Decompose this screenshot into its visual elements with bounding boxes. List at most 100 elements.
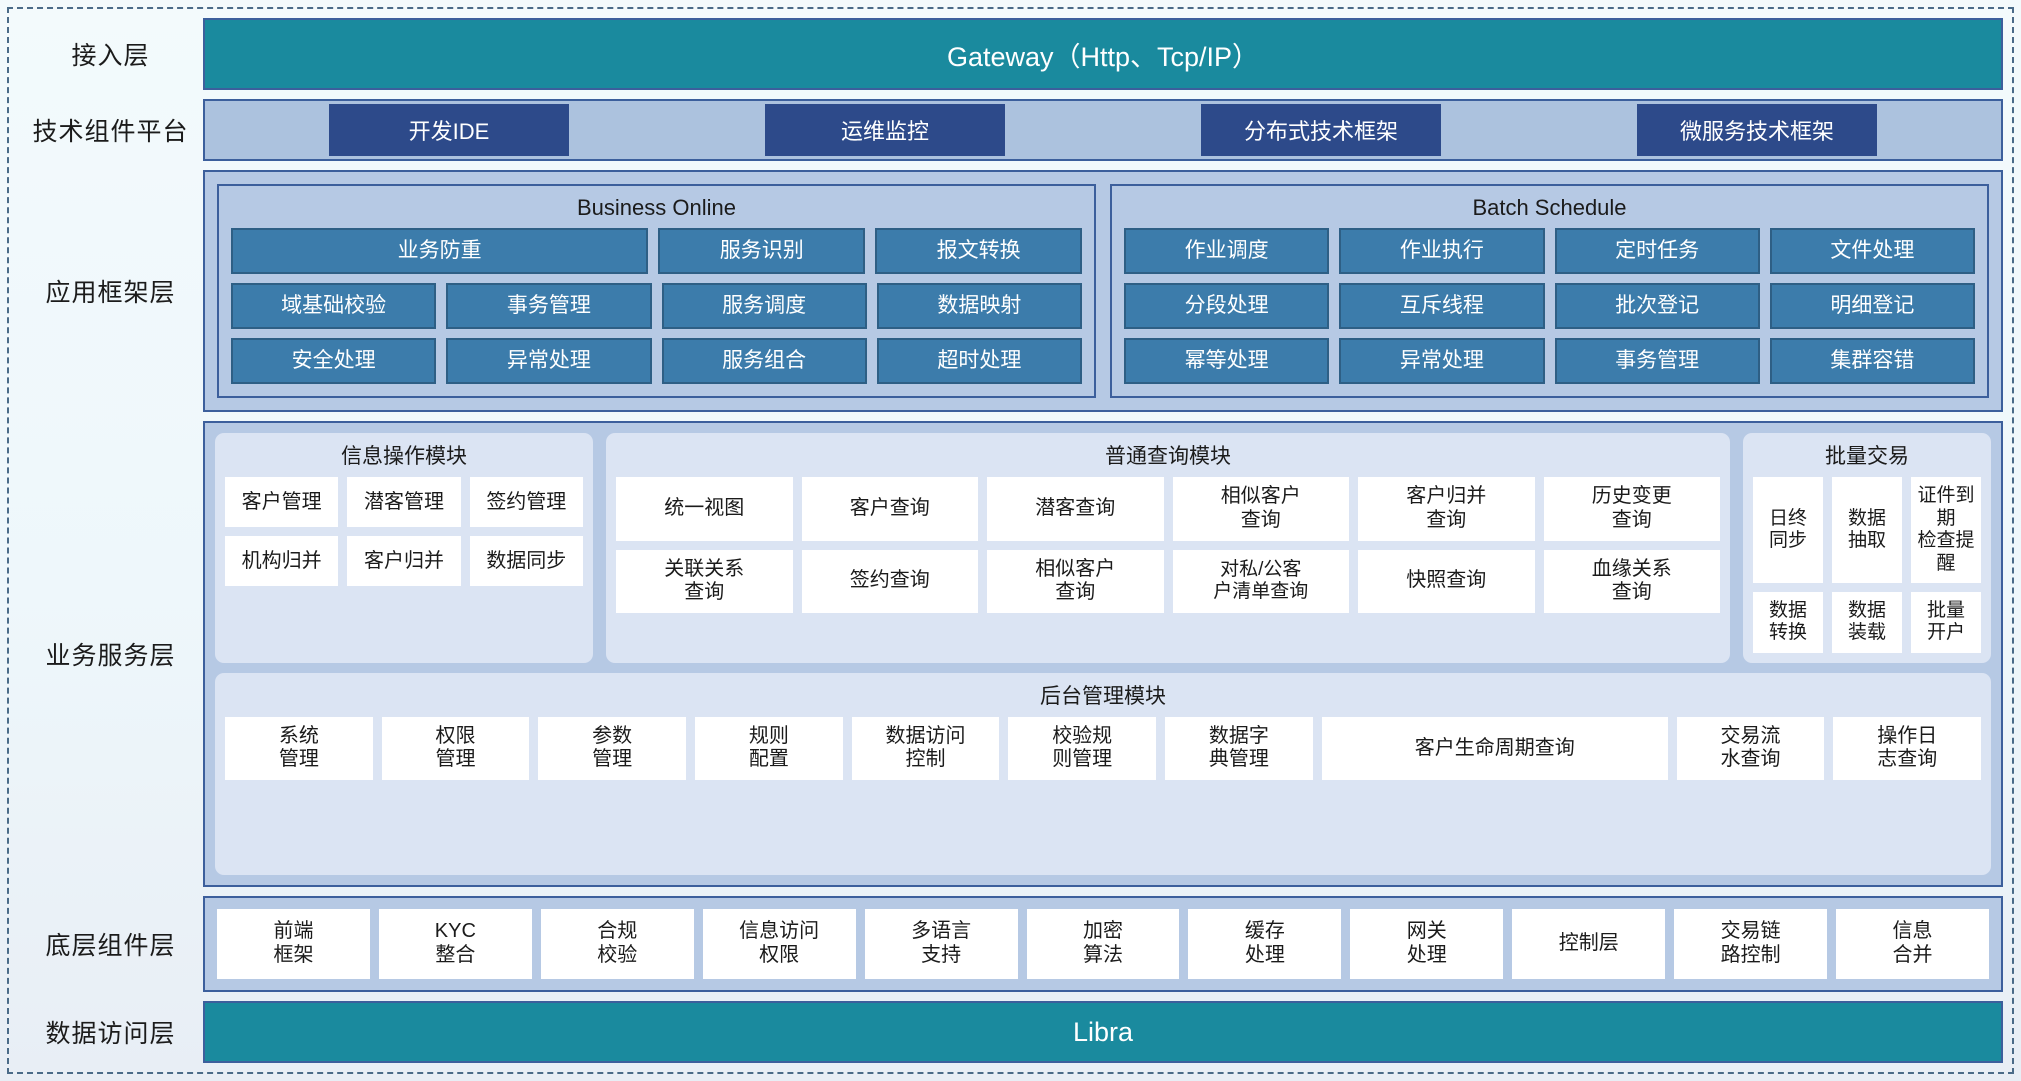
tech-chip-dev-ide[interactable]: 开发IDE [329,104,569,156]
cell-certificate-expiry-reminder[interactable]: 证件到期检查提醒 [1911,477,1981,584]
tech-chip-microservice-framework[interactable]: 微服务技术框架 [1637,104,1877,156]
group-title-batch-schedule: Batch Schedule [1472,195,1627,220]
cell-cache-processing[interactable]: 缓存处理 [1188,909,1342,979]
cell-institution-merge[interactable]: 机构归并 [225,536,339,587]
app-group-business-online: Business Online 业务防重 服务识别 报文转换 域基础校验 事务管… [217,184,1096,399]
cell-rule-configuration[interactable]: 规则配置 [695,716,843,781]
tech-chip-ops-monitor[interactable]: 运维监控 [765,104,1005,156]
cell-prospect-management[interactable]: 潜客管理 [347,477,461,528]
cell-information-merge[interactable]: 信息合并 [1836,909,1989,979]
cell-contract-management[interactable]: 签约管理 [469,477,583,528]
layer-body-business-service: 信息操作模块 客户管理 潜客管理 签约管理 机构归并 客户归并 [203,421,2003,887]
cell-message-transform[interactable]: 报文转换 [875,228,1083,275]
batch-transaction-row-2: 数据转换 数据装载 批量开户 [1753,592,1981,653]
cell-timeout-processing[interactable]: 超时处理 [876,338,1082,385]
cell-batch-registration[interactable]: 批次登记 [1554,283,1760,330]
cell-file-processing[interactable]: 文件处理 [1769,228,1975,275]
libra-bar[interactable]: Libra [203,1001,2003,1063]
layer-body-access: Gateway（Http、Tcp/IP） [203,18,2003,90]
cell-prospect-query[interactable]: 潜客查询 [987,477,1164,541]
cell-contract-query[interactable]: 签约查询 [801,549,978,613]
cell-security-processing[interactable]: 安全处理 [231,338,437,385]
layer-body-app-framework: Business Online 业务防重 服务识别 报文转换 域基础校验 事务管… [203,170,2003,413]
cell-eod-sync[interactable]: 日终同步 [1753,477,1823,584]
batch-schedule-row-3: 幂等处理 异常处理 事务管理 集群容错 [1124,338,1975,385]
business-online-row-1: 业务防重 服务识别 报文转换 [231,228,1083,275]
layer-label-tech-platform: 技术组件平台 [32,118,189,146]
cell-customer-lifecycle-query[interactable]: 客户生命周期查询 [1321,716,1668,781]
module-backend-admin: 后台管理模块 系统管理 权限管理 参数管理 规则配置 数据访问控制 校验规则管理… [215,672,1991,875]
cell-exception-processing-online[interactable]: 异常处理 [446,338,652,385]
cell-validation-rule-management[interactable]: 校验规则管理 [1008,716,1157,781]
module-title-backend-admin: 后台管理模块 [1040,684,1166,708]
cell-data-access-control[interactable]: 数据访问控制 [851,716,1000,781]
business-online-grid: 业务防重 服务识别 报文转换 域基础校验 事务管理 服务调度 数据映射 [231,228,1083,385]
cell-data-extraction[interactable]: 数据抽取 [1832,477,1902,584]
cell-multilanguage-support[interactable]: 多语言支持 [864,909,1018,979]
cell-operation-log-query[interactable]: 操作日志查询 [1833,716,1982,781]
cell-data-dictionary-management[interactable]: 数据字典管理 [1165,716,1313,781]
layer-tech-platform: 技术组件平台 开发IDE 运维监控 分布式技术框架 微服务技术框架 [18,99,2003,161]
cell-batch-account-opening[interactable]: 批量开户 [1911,592,1981,653]
cell-compliance-validation[interactable]: 合规校验 [540,909,694,979]
cell-permission-management[interactable]: 权限管理 [381,716,530,781]
layer-app-framework: 应用框架层 Business Online 业务防重 服务识别 报文转换 域 [18,170,2003,413]
cell-segment-processing[interactable]: 分段处理 [1124,283,1330,330]
cell-business-dedup[interactable]: 业务防重 [231,228,649,275]
app-framework-panel: Business Online 业务防重 服务识别 报文转换 域基础校验 事务管… [203,170,2003,413]
module-title-info-operation: 信息操作模块 [341,445,467,469]
cell-relationship-query[interactable]: 关联关系查询 [616,549,793,613]
cell-service-scheduling[interactable]: 服务调度 [661,283,867,330]
cell-transaction-management-online[interactable]: 事务管理 [446,283,652,330]
cell-encryption-algorithm[interactable]: 加密算法 [1026,909,1180,979]
cell-customer-merge[interactable]: 客户归并 [347,536,461,587]
cell-data-mapping[interactable]: 数据映射 [876,283,1082,330]
layer-body-tech-platform: 开发IDE 运维监控 分布式技术框架 微服务技术框架 [203,99,2003,161]
tech-chip-distributed-framework[interactable]: 分布式技术框架 [1201,104,1441,156]
module-info-operation: 信息操作模块 客户管理 潜客管理 签约管理 机构归并 客户归并 [215,433,593,663]
cell-detail-registration[interactable]: 明细登记 [1769,283,1975,330]
batch-transaction-row-1: 日终同步 数据抽取 证件到期检查提醒 [1753,477,1981,584]
cell-parameter-management[interactable]: 参数管理 [538,716,687,781]
cell-history-change-query[interactable]: 历史变更查询 [1543,477,1720,541]
cell-domain-basic-validation[interactable]: 域基础校验 [231,283,437,330]
layer-label-app-framework: 应用框架层 [45,279,176,308]
cell-gateway-processing[interactable]: 网关处理 [1350,909,1504,979]
cell-job-execution[interactable]: 作业执行 [1339,228,1545,275]
module-common-query: 普通查询模块 统一视图 客户查询 潜客查询 相似客户查询 客户归并查询 历史变更… [606,433,1730,663]
cell-customer-merge-query[interactable]: 客户归并查询 [1358,477,1535,541]
cell-frontend-framework[interactable]: 前端框架 [217,909,370,979]
cell-unified-view[interactable]: 统一视图 [616,477,793,541]
cell-idempotent-processing[interactable]: 幂等处理 [1124,338,1330,385]
cell-information-access-permission[interactable]: 信息访问权限 [702,909,856,979]
cell-data-loading[interactable]: 数据装载 [1832,592,1902,653]
cell-mutex-thread[interactable]: 互斥线程 [1339,283,1545,330]
cell-timed-task[interactable]: 定时任务 [1554,228,1760,275]
cell-customer-management[interactable]: 客户管理 [225,477,339,528]
cell-transaction-flow-query[interactable]: 交易流水查询 [1676,716,1825,781]
cell-data-sync[interactable]: 数据同步 [469,536,583,587]
cell-job-scheduling[interactable]: 作业调度 [1124,228,1330,275]
cell-cluster-fault-tolerance[interactable]: 集群容错 [1769,338,1975,385]
cell-similar-customer-query-a[interactable]: 相似客户查询 [1172,477,1349,541]
cell-service-composition[interactable]: 服务组合 [661,338,867,385]
cell-system-management[interactable]: 系统管理 [225,716,373,781]
group-title-business-online: Business Online [577,195,736,220]
cell-customer-query[interactable]: 客户查询 [801,477,978,541]
cell-private-public-customer-list-query[interactable]: 对私/公客户清单查询 [1172,549,1349,613]
cell-service-identify[interactable]: 服务识别 [658,228,866,275]
module-title-batch-transaction: 批量交易 [1825,445,1909,469]
cell-exception-processing-batch[interactable]: 异常处理 [1339,338,1545,385]
cell-lineage-relationship-query[interactable]: 血缘关系查询 [1543,549,1720,613]
cell-snapshot-query[interactable]: 快照查询 [1358,549,1535,613]
cell-control-layer[interactable]: 控制层 [1512,909,1666,979]
gateway-bar[interactable]: Gateway（Http、Tcp/IP） [203,18,2003,90]
business-online-row-2: 域基础校验 事务管理 服务调度 数据映射 [231,283,1082,330]
batch-transaction-grid: 日终同步 数据抽取 证件到期检查提醒 数据转换 数据装载 批量开户 [1753,477,1981,653]
cell-transaction-management-batch[interactable]: 事务管理 [1554,338,1760,385]
cell-data-transform[interactable]: 数据转换 [1753,592,1823,653]
module-batch-transaction: 批量交易 日终同步 数据抽取 证件到期检查提醒 数据转换 数据装载 [1743,433,1991,663]
cell-transaction-chain-control[interactable]: 交易链路控制 [1674,909,1828,979]
cell-similar-customer-query-b[interactable]: 相似客户查询 [987,549,1164,613]
